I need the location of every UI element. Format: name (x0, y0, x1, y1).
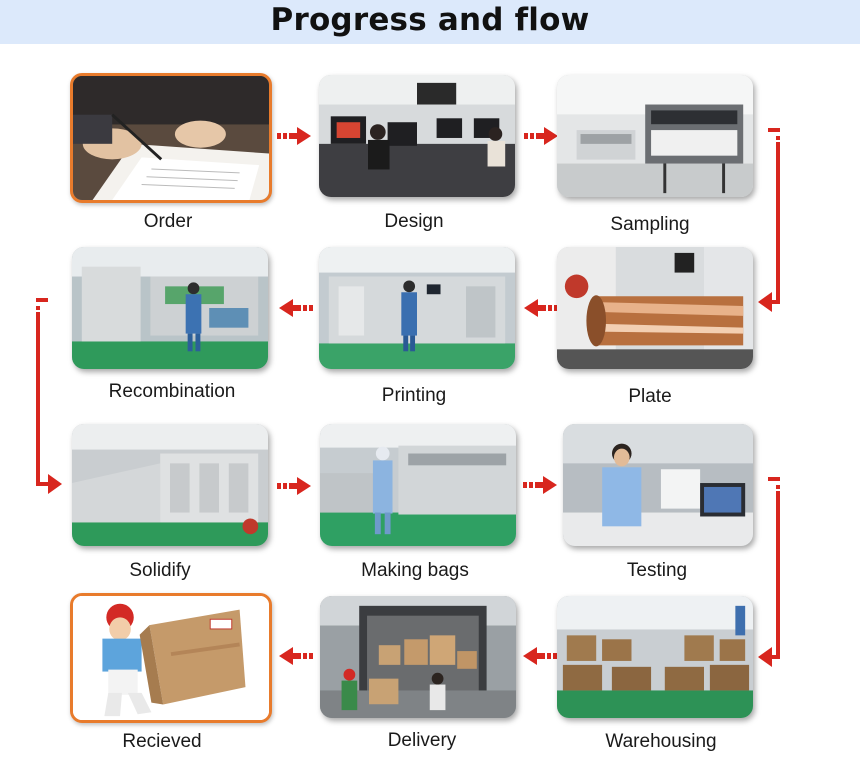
design-photo (319, 75, 515, 197)
step-label: Recieved (122, 731, 202, 752)
printing-photo (319, 247, 515, 369)
recombination-photo (72, 247, 268, 369)
step-label: Plate (628, 386, 672, 407)
step-label: Design (384, 211, 444, 232)
step-label: Making bags (361, 560, 469, 581)
solidify-photo (72, 424, 268, 546)
sampling-photo (557, 75, 753, 197)
plate-photo (557, 247, 753, 369)
arrow-right-icon (524, 127, 558, 145)
warehousing-photo (557, 596, 753, 718)
making-bags-photo (320, 424, 516, 546)
step-label: Printing (381, 385, 447, 406)
testing-photo (563, 424, 753, 546)
header-bar (0, 0, 860, 44)
step-label: Sampling (610, 214, 690, 235)
arrow-connector-icon (32, 298, 64, 498)
step-label: Delivery (387, 730, 457, 751)
step-label: Testing (626, 560, 688, 581)
arrow-left-icon (279, 299, 313, 317)
page-title: Progress and flow (270, 2, 590, 38)
arrow-connector-icon (758, 128, 788, 318)
order-photo (70, 73, 272, 203)
arrow-connector-icon (758, 477, 788, 667)
arrow-right-icon (523, 476, 557, 494)
arrow-right-icon (277, 127, 311, 145)
step-label: Warehousing (605, 731, 717, 752)
arrow-left-icon (279, 647, 313, 665)
delivery-photo (320, 596, 516, 718)
step-label: Recombination (108, 381, 236, 402)
arrow-right-icon (277, 477, 311, 495)
recieved-photo (70, 593, 272, 723)
arrow-left-icon (523, 647, 557, 665)
step-label: Solidify (129, 560, 191, 581)
arrow-left-icon (524, 299, 558, 317)
step-label: Order (143, 211, 193, 232)
